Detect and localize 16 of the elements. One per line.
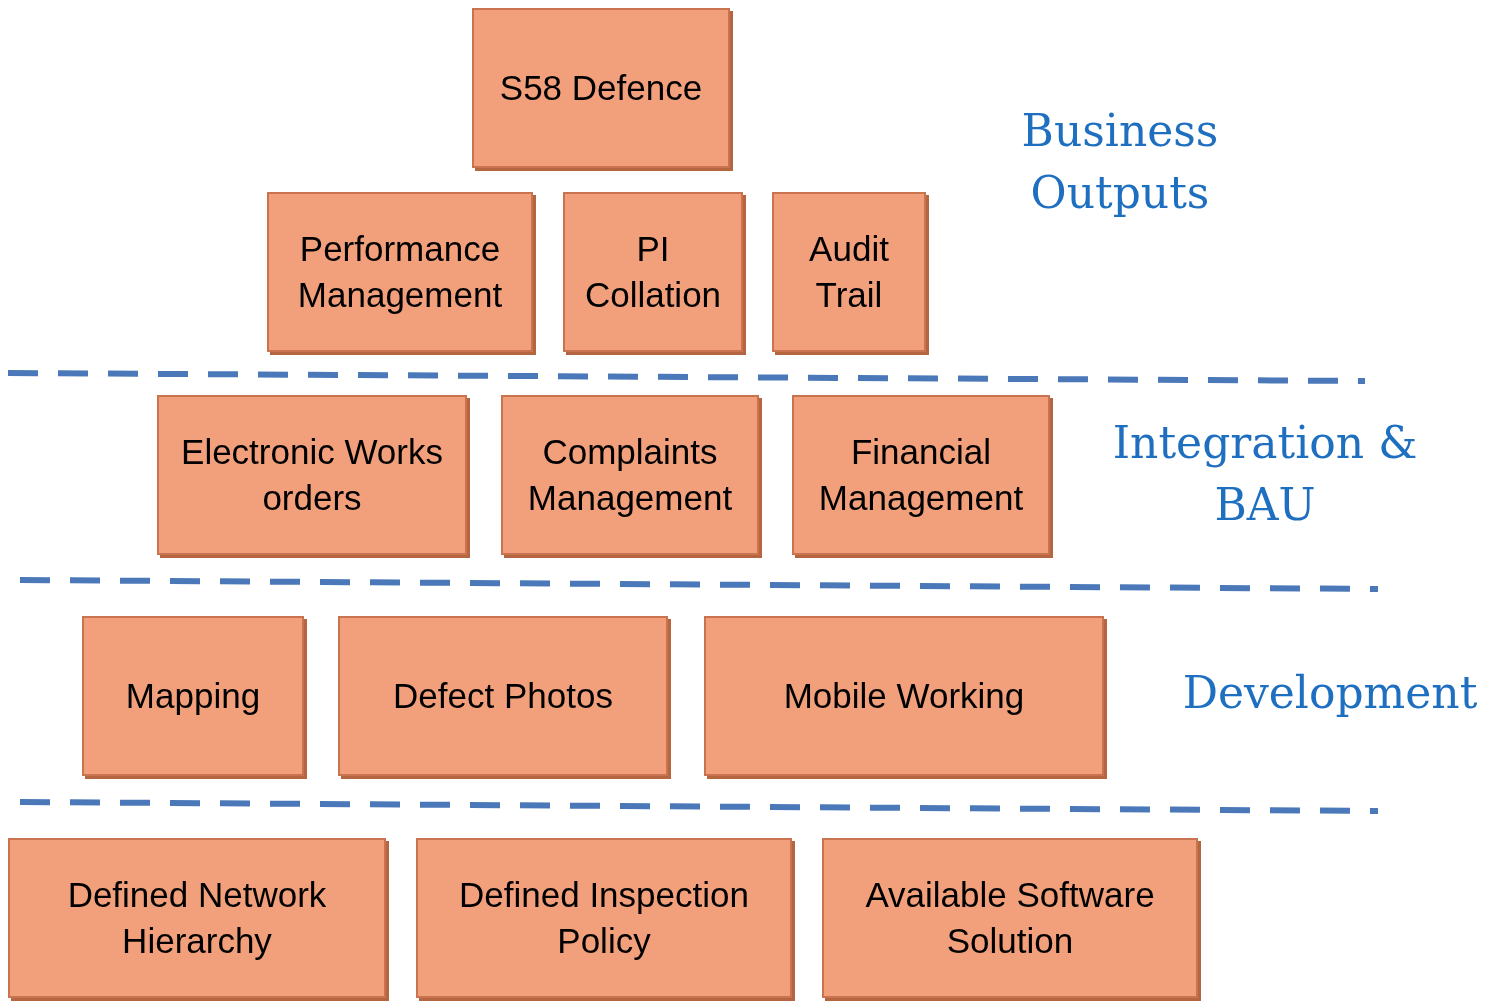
layer-label: Integration & BAU [1111,416,1419,532]
layer-box: Defined Network Hierarchy [8,838,386,998]
layer-box: Defined Inspection Policy [416,838,792,998]
layer-box: Performance Management [267,192,533,352]
layer-box: Electronic Works orders [157,395,467,555]
layer-box: Financial Management [792,395,1050,555]
layer-box: S58 Defence [472,8,730,168]
layer-box: PI Collation [563,192,743,352]
layer-box: Mobile Working [704,616,1104,776]
layer-box: Mapping [82,616,304,776]
layer-box: Complaints Management [501,395,759,555]
layer-box: Available Software Solution [822,838,1198,998]
layer-label: Business Outputs [1020,104,1220,220]
layer-label: Development [1181,666,1479,720]
layer-box: Audit Trail [772,192,926,352]
layer-box: Defect Photos [338,616,668,776]
